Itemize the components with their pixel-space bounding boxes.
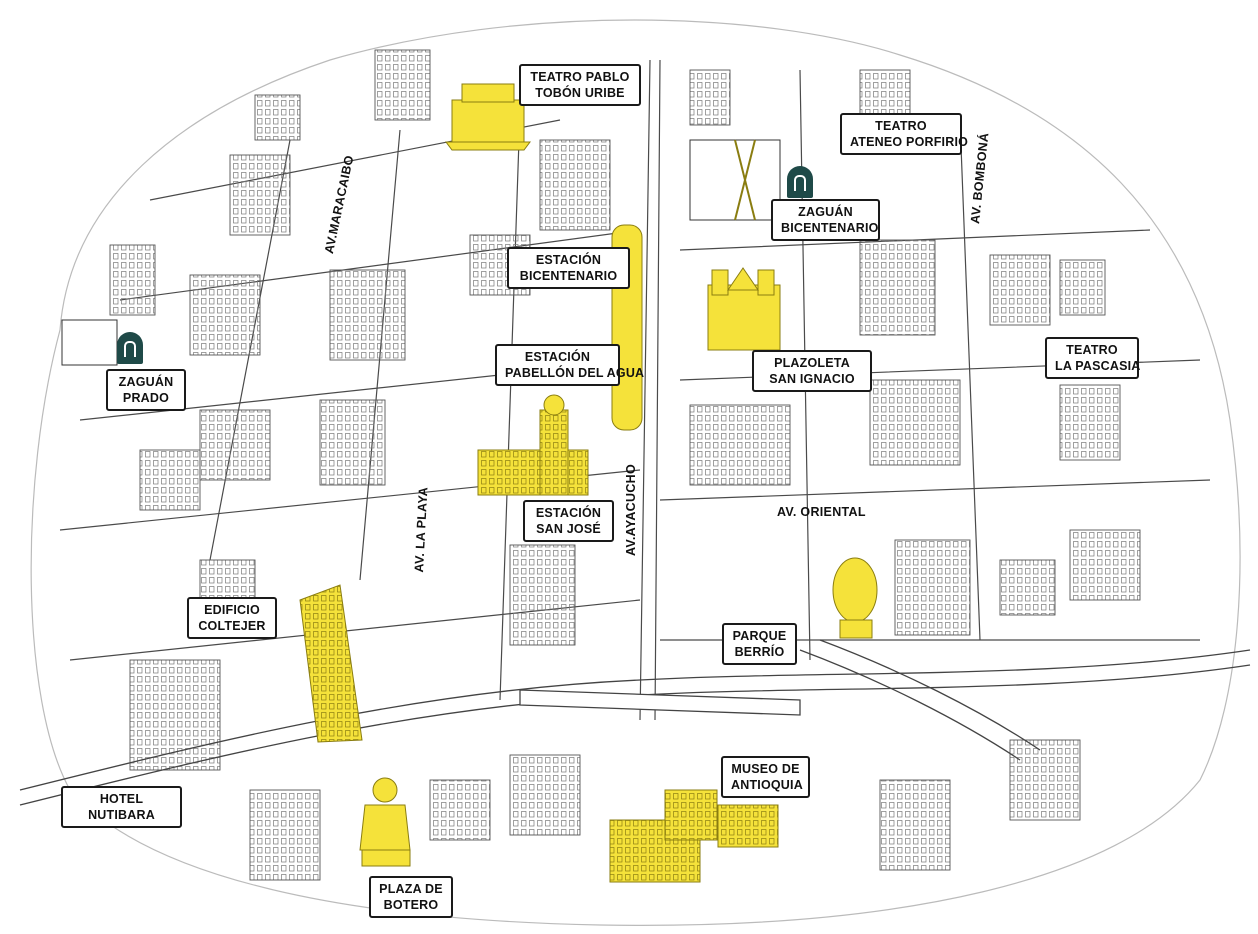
- label-estacion-san-jose[interactable]: ESTACIÓN SAN JOSÉ: [523, 500, 614, 542]
- label-line: COLTEJER: [198, 619, 266, 633]
- label-line: ESTACIÓN: [535, 253, 602, 267]
- label-estacion-pabellon[interactable]: ESTACIÓN PABELLÓN DEL AGUA: [495, 344, 645, 386]
- label-line: MUSEO DE: [731, 762, 800, 776]
- zaguan-prado-building: [61, 319, 118, 366]
- label-line: ANTIOQUIA: [731, 778, 803, 792]
- street-av-oriental: AV. ORIENTAL: [777, 505, 866, 519]
- label-line: BOTERO: [383, 898, 439, 912]
- label-line: LA PASCASIA: [1055, 359, 1141, 373]
- edificio-coltejer-building: [299, 584, 363, 743]
- label-line: ZAGUÁN: [798, 205, 853, 219]
- label-line: NUTIBARA: [88, 808, 155, 822]
- label-museo-antioquia[interactable]: MUSEO DE ANTIOQUIA: [721, 756, 810, 798]
- label-edificio-coltejer[interactable]: EDIFICIO COLTEJER: [187, 597, 277, 639]
- label-plaza-botero[interactable]: PLAZA DE BOTERO: [369, 876, 453, 918]
- zaguan-bicentenario-building: [689, 139, 781, 221]
- label-line: SAN IGNACIO: [769, 372, 855, 386]
- label-teatro-pablo-tobon[interactable]: TEATRO PABLO TOBÓN URIBE: [519, 64, 641, 106]
- label-plazoleta-san-ignacio[interactable]: PLAZOLETA SAN IGNACIO: [752, 350, 872, 392]
- label-hotel-nutibara[interactable]: HOTEL NUTIBARA: [61, 786, 182, 828]
- label-line: TEATRO: [1066, 343, 1118, 357]
- label-line: TEATRO: [875, 119, 927, 133]
- label-line: PABELLÓN DEL AGUA: [505, 366, 645, 380]
- label-teatro-ateneo[interactable]: TEATRO ATENEO PORFIRIO: [840, 113, 969, 155]
- label-estacion-bicentenario[interactable]: ESTACIÓN BICENTENARIO: [507, 247, 630, 289]
- zaguan-badge-icon: [117, 332, 143, 364]
- metro-viaduct: [19, 639, 1251, 806]
- label-zaguan-bicentenario[interactable]: ZAGUÁN BICENTENARIO: [771, 199, 880, 241]
- label-line: BERRÍO: [734, 645, 785, 659]
- label-line: SAN JOSÉ: [536, 522, 601, 536]
- teatro-pablo-tobon-building: [445, 83, 531, 151]
- label-line: TEATRO PABLO: [530, 70, 630, 84]
- label-line: ESTACIÓN: [524, 350, 591, 364]
- label-line: TOBÓN URIBE: [535, 86, 625, 100]
- label-parque-berrio[interactable]: PARQUE BERRÍO: [722, 623, 797, 665]
- museo-antioquia-building: [609, 789, 779, 883]
- botero-horseman-sculpture: [359, 777, 411, 867]
- label-line: ESTACIÓN: [535, 506, 602, 520]
- label-line: HOTEL: [99, 792, 144, 806]
- label-line: PLAZOLETA: [774, 356, 850, 370]
- label-line: ZAGUÁN: [118, 375, 174, 389]
- botero-sculpture: [832, 557, 878, 639]
- label-teatro-pascasia[interactable]: TEATRO LA PASCASIA: [1045, 337, 1141, 379]
- label-line: ATENEO PORFIRIO: [850, 135, 969, 149]
- label-line: PRADO: [122, 391, 170, 405]
- label-line: BICENTENARIO: [781, 221, 879, 235]
- iglesia-san-jose: [477, 394, 589, 496]
- label-line: EDIFICIO: [204, 603, 260, 617]
- label-line: PARQUE: [732, 629, 787, 643]
- zaguan-badge-icon: [787, 166, 813, 198]
- iglesia-san-ignacio: [707, 267, 781, 351]
- label-line: BICENTENARIO: [519, 269, 618, 283]
- label-line: PLAZA DE: [379, 882, 443, 896]
- label-zaguan-prado[interactable]: ZAGUÁN PRADO: [106, 369, 186, 411]
- street-av-ayacucho: AV.AYACUCHO: [624, 464, 638, 556]
